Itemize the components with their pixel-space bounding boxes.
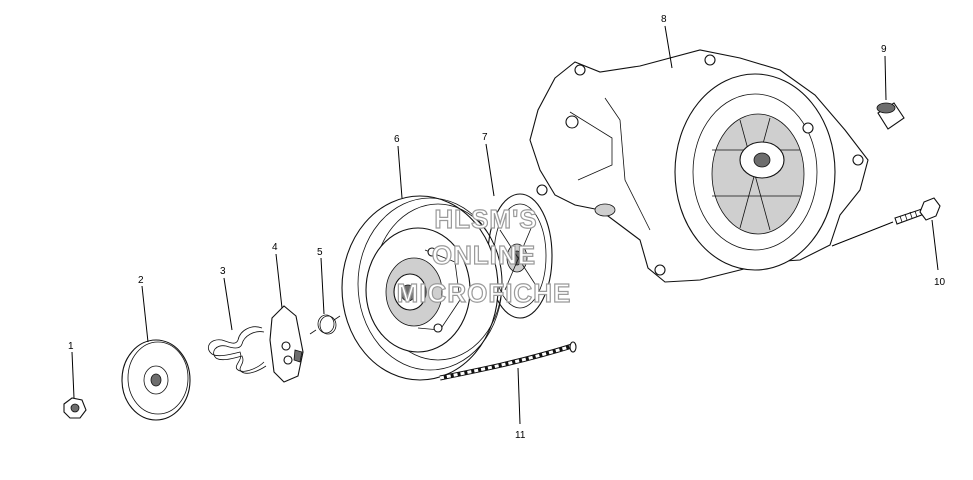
callout-5: 5 xyxy=(317,247,323,258)
watermark: HLSM'S ONLINE MICROFICHE xyxy=(396,203,572,308)
callout-11: 11 xyxy=(515,430,526,441)
callout-2: 2 xyxy=(138,275,144,286)
callout-8: 8 xyxy=(661,14,667,25)
part-9-bushing xyxy=(876,102,905,130)
part-2-cover-plate xyxy=(121,339,191,421)
part-3-clip-spring xyxy=(208,326,267,374)
leader-lines xyxy=(71,25,939,425)
part-7-cam-plate xyxy=(487,193,553,319)
part-10-bolt xyxy=(894,197,941,225)
part-8-starter-housing xyxy=(529,49,869,283)
callout-4: 4 xyxy=(272,242,278,253)
watermark-line-3: MICROFICHE xyxy=(397,278,572,308)
part-5-spring xyxy=(309,314,341,335)
callout-7: 7 xyxy=(482,132,488,143)
callout-labels: 1 2 3 4 5 6 7 8 9 10 11 xyxy=(68,14,946,441)
callout-6: 6 xyxy=(394,134,400,145)
callout-10: 10 xyxy=(934,277,946,288)
callout-3: 3 xyxy=(220,266,226,277)
callout-9: 9 xyxy=(881,44,887,55)
part-11-starter-rope xyxy=(439,341,577,381)
part-6-rope-pulley xyxy=(341,195,503,381)
callout-1: 1 xyxy=(68,341,74,352)
watermark-line-2: ONLINE xyxy=(432,240,536,270)
watermark-line-1: HLSM'S xyxy=(434,204,537,234)
part-4-pawl xyxy=(269,305,304,383)
part-1-nut xyxy=(63,397,87,419)
